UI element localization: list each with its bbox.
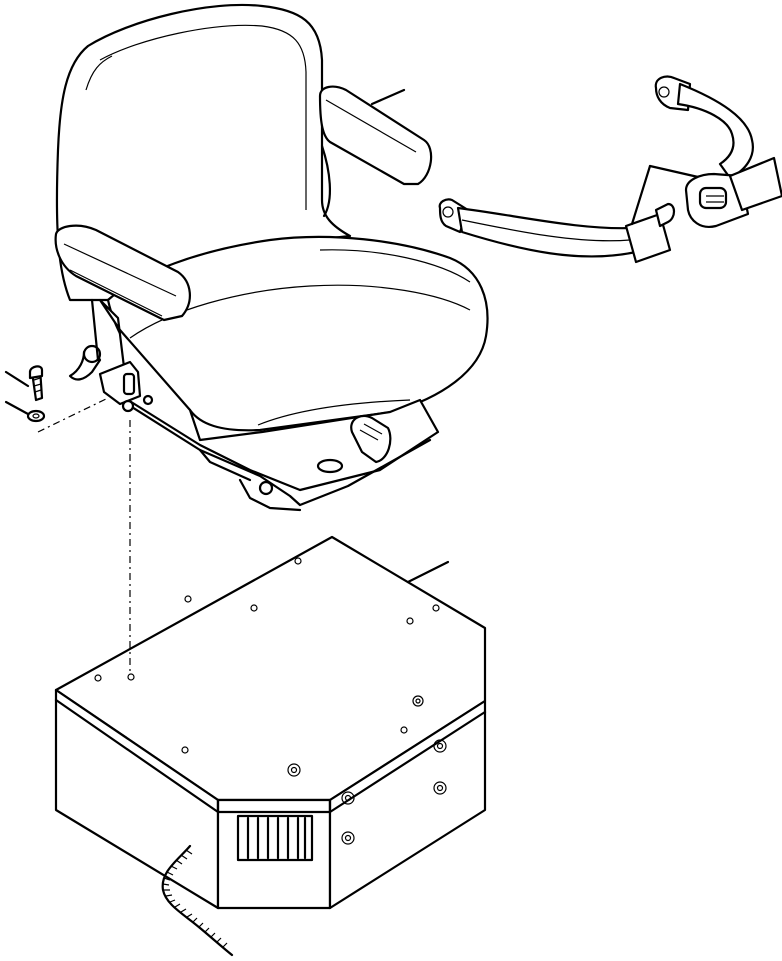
seat-belt (438, 75, 782, 264)
seat-adjust-lever (258, 414, 392, 496)
base-bolt-holes (94, 557, 440, 777)
belt-strap-right (676, 82, 754, 180)
seat-frame (98, 298, 440, 492)
bolt-centerline (37, 397, 109, 433)
mounting-bolt (4, 365, 46, 423)
seat-mount-bracket (98, 360, 154, 413)
base-side-bolts (341, 739, 447, 845)
base-right-side (328, 699, 487, 910)
recline-knob (68, 344, 102, 381)
seat-base-box (54, 535, 487, 957)
belt-strap-left (456, 206, 638, 258)
wire-harness (161, 844, 234, 957)
washer (26, 409, 46, 423)
vent-grille (236, 814, 314, 862)
armrest-right (318, 85, 433, 218)
operator-seat (55, 3, 489, 512)
armrest-left (54, 224, 191, 362)
